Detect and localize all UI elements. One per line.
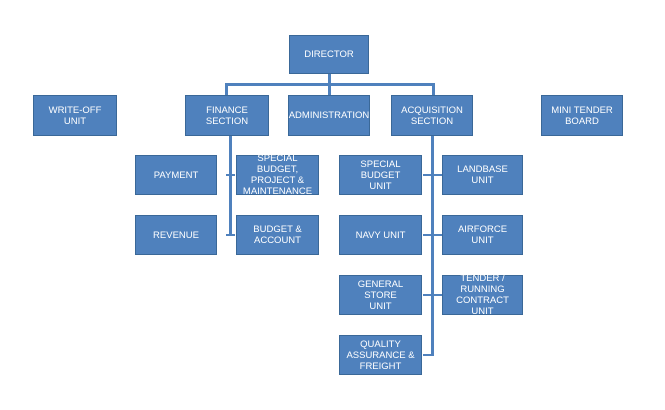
acquisition-section-box: ACQUISITION SECTION <box>391 95 473 136</box>
budget-account-label: BUDGET & ACCOUNT <box>253 224 302 246</box>
payment-box: PAYMENT <box>135 155 217 195</box>
landbase-unit-box: LANDBASE UNIT <box>442 155 523 195</box>
special-budget-project-label: SPECIAL BUDGET, PROJECT & MAINTENANCE <box>242 153 313 197</box>
acquisition-section-label: ACQUISITION SECTION <box>401 104 463 127</box>
revenue-box: REVENUE <box>135 215 217 255</box>
airforce-unit-label: AIRFORCE UNIT <box>457 224 508 246</box>
connector-acq-branch-1 <box>423 174 443 176</box>
finance-section-label: FINANCE SECTION <box>205 104 249 127</box>
navy-unit-label: NAVY UNIT <box>355 229 406 241</box>
special-budget-unit-box: SPECIAL BUDGET UNIT <box>339 155 422 195</box>
connector-acq-branch-4 <box>423 354 433 356</box>
connector-director-down <box>328 73 331 85</box>
connector-acq-branch-2 <box>423 234 443 236</box>
tender-running-contract-unit-box: TENDER / RUNNING CONTRACT UNIT <box>442 273 523 317</box>
connector-finance-branch-1 <box>226 174 235 176</box>
administration-box: ADMINISTRATION <box>288 95 370 136</box>
payment-label: PAYMENT <box>153 169 199 181</box>
mini-tender-board-label: MINI TENDER BOARD <box>551 104 613 127</box>
special-budget-project-box: SPECIAL BUDGET, PROJECT & MAINTENANCE <box>236 153 319 197</box>
connector-acq-branch-3 <box>423 294 443 296</box>
director-box: DIRECTOR <box>289 35 369 74</box>
general-store-unit-label: GENERAL STORE UNIT <box>357 278 404 312</box>
landbase-unit-label: LANDBASE UNIT <box>457 164 508 186</box>
revenue-label: REVENUE <box>153 229 199 241</box>
general-store-unit-box: GENERAL STORE UNIT <box>339 275 422 315</box>
write-off-unit-label: WRITE-OFF UNIT <box>48 104 102 127</box>
airforce-unit-box: AIRFORCE UNIT <box>442 215 523 255</box>
connector-top-bus <box>225 83 435 86</box>
mini-tender-board-box: MINI TENDER BOARD <box>541 95 623 136</box>
connector-finance-branch-2 <box>226 234 235 236</box>
write-off-unit-box: WRITE-OFF UNIT <box>33 95 117 136</box>
connector-acquisition-trunk <box>431 136 434 356</box>
quality-assurance-freight-label: QUALITY ASSURANCE & FREIGHT <box>346 338 415 372</box>
navy-unit-box: NAVY UNIT <box>339 215 422 255</box>
administration-label: ADMINISTRATION <box>288 110 370 121</box>
tender-running-contract-unit-label: TENDER / RUNNING CONTRACT UNIT <box>456 273 509 317</box>
connector-to-administration <box>328 85 331 95</box>
budget-account-box: BUDGET & ACCOUNT <box>236 215 319 255</box>
director-label: DIRECTOR <box>304 49 354 60</box>
connector-to-acquisition <box>432 83 435 95</box>
connector-finance-trunk <box>229 136 232 235</box>
special-budget-unit-label: SPECIAL BUDGET UNIT <box>360 158 401 192</box>
finance-section-box: FINANCE SECTION <box>185 95 269 136</box>
quality-assurance-freight-box: QUALITY ASSURANCE & FREIGHT <box>339 335 422 375</box>
connector-to-finance <box>225 83 228 95</box>
